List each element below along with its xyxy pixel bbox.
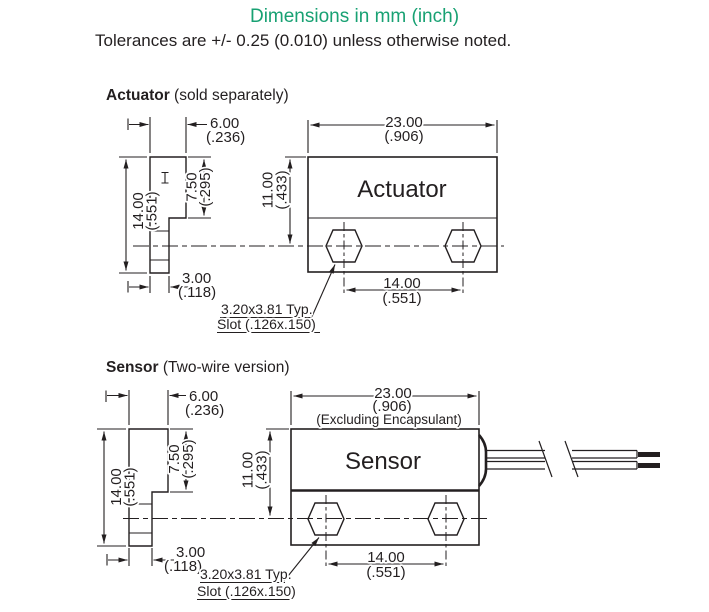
sensor-flange-mm: 7.50 bbox=[166, 444, 183, 473]
sensor-body-height-in: (.433) bbox=[254, 450, 271, 489]
actuator-body-width-in: (.906) bbox=[384, 128, 423, 145]
actuator-side-profile bbox=[149, 156, 187, 274]
sensor-height-in: (.551) bbox=[122, 467, 139, 506]
actuator-slot-note-line1: 3.20x3.81 Typ. bbox=[221, 301, 313, 317]
sensor-right-slot bbox=[427, 502, 465, 536]
actuator-front-view bbox=[307, 156, 498, 296]
sensor-body-width-in: (.906) bbox=[372, 398, 411, 415]
sensor-left-slot bbox=[307, 502, 345, 536]
sensor-side-profile bbox=[128, 428, 169, 547]
actuator-body-height-in: (.433) bbox=[274, 170, 291, 209]
page-title: Dimensions in mm (inch) bbox=[249, 6, 460, 27]
actuator-side-view bbox=[149, 156, 187, 274]
sensor-stem-in: (.118) bbox=[164, 558, 202, 575]
sensor-top-width-mm: 6.00 bbox=[189, 388, 218, 405]
actuator-heading-title: Actuator bbox=[106, 87, 170, 104]
actuator-height-in: (.551) bbox=[144, 191, 161, 230]
sensor-front-view bbox=[290, 428, 660, 569]
sensor-stem-mm: 3.00 bbox=[176, 544, 205, 561]
sensor-flange-in: (.295) bbox=[180, 439, 197, 478]
stripped-wire-tips bbox=[638, 452, 660, 468]
sensor-slot-note-line1: 3.20x3.81 Typ. bbox=[200, 566, 292, 582]
actuator-flange-mm: 7.50 bbox=[184, 172, 201, 201]
actuator-section-heading: Actuator (sold separately) bbox=[106, 87, 289, 105]
actuator-right-slot bbox=[444, 229, 482, 263]
wire-segment-2 bbox=[572, 449, 638, 470]
sensor-heading-note: (Two-wire version) bbox=[162, 359, 290, 376]
sensor-body-width-mm: 23.00 bbox=[374, 385, 412, 402]
actuator-stem-mm: 3.00 bbox=[182, 270, 211, 287]
actuator-heading-note: (sold separately) bbox=[174, 87, 289, 104]
sensor-drawing: Sensor 14.00 (.551) 6.00 (.236) 7.50 (.2… bbox=[97, 383, 660, 601]
actuator-top-width-in: (.236) bbox=[206, 129, 245, 146]
actuator-drawing: Actuator 14.00 (.551) 6.00 (.236) 7.50 (… bbox=[119, 112, 504, 334]
actuator-slot-note-line2: Slot (.126x.150) bbox=[217, 316, 316, 332]
sensor-slot-note-line2: Slot (.126x.150) bbox=[197, 583, 296, 599]
sensor-body bbox=[290, 428, 480, 546]
sensor-body-width-note: (Excluding Encapsulant) bbox=[316, 412, 462, 427]
actuator-body bbox=[307, 156, 498, 273]
tolerance-note: Tolerances are +/- 0.25 (0.010) unless o… bbox=[95, 31, 512, 50]
sensor-slot-spacing-in: (.551) bbox=[366, 564, 405, 581]
actuator-stem-in: (.118) bbox=[178, 284, 216, 301]
sensor-side-stem-lines bbox=[129, 503, 152, 534]
sensor-body-height-mm: 11.00 bbox=[240, 452, 257, 488]
actuator-side-stem-lines bbox=[150, 230, 169, 261]
actuator-left-slot bbox=[325, 229, 363, 263]
sensor-slot-spacing-mm: 14.00 bbox=[367, 549, 405, 566]
sensor-section-heading: Sensor (Two-wire version) bbox=[106, 359, 289, 377]
actuator-top-width-mm: 6.00 bbox=[210, 115, 239, 132]
actuator-flange-in: (.295) bbox=[197, 167, 214, 206]
actuator-slot-spacing-mm: 14.00 bbox=[383, 275, 421, 292]
sensor-height-mm: 14.00 bbox=[108, 468, 125, 506]
sensor-dimensions bbox=[97, 390, 480, 601]
sensor-body-label: Sensor bbox=[345, 448, 421, 475]
actuator-height-mm: 14.00 bbox=[130, 192, 147, 230]
encapsulant-bulge bbox=[478, 434, 488, 487]
magnet-pole-marker bbox=[161, 171, 169, 184]
wire-segment-1 bbox=[486, 449, 545, 470]
wire-break-marks bbox=[538, 440, 579, 478]
actuator-dimensions bbox=[119, 117, 498, 334]
actuator-slot-spacing-in: (.551) bbox=[382, 290, 421, 307]
actuator-body-height-mm: 11.00 bbox=[260, 172, 277, 208]
actuator-body-width-mm: 23.00 bbox=[385, 114, 423, 131]
sensor-top-width-in: (.236) bbox=[185, 402, 224, 419]
sensor-side-view bbox=[128, 428, 169, 547]
actuator-body-label: Actuator bbox=[357, 176, 446, 203]
sensor-heading-title: Sensor bbox=[106, 359, 159, 376]
